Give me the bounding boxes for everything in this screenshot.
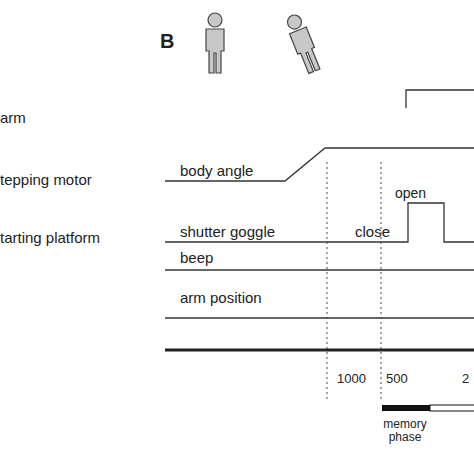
duration-number: 1000 xyxy=(337,372,366,386)
beep-trace xyxy=(165,269,474,270)
arm-position-trace xyxy=(165,317,474,318)
phase-divider xyxy=(327,162,328,402)
body-angle-trace xyxy=(165,148,474,181)
signal-name: body angle xyxy=(180,163,253,180)
row-label: tepping motor xyxy=(0,172,92,189)
row-label: arm xyxy=(0,110,26,127)
state-label: open xyxy=(395,186,426,201)
panel-letter: B xyxy=(160,30,174,52)
person-tilted xyxy=(284,12,323,74)
phase-divider xyxy=(381,162,382,402)
signal-name: beep xyxy=(180,250,213,267)
memory-bar xyxy=(382,405,430,411)
time-axis xyxy=(165,349,474,352)
shutter-trace xyxy=(165,203,474,242)
signal-name: shutter goggle xyxy=(180,224,275,241)
phase-label: memory phase xyxy=(380,418,430,444)
person-upright xyxy=(206,13,224,73)
signal-name: arm position xyxy=(180,290,262,307)
arm-trace xyxy=(406,90,474,108)
row-label: tarting platform xyxy=(0,230,100,247)
duration-number: 500 xyxy=(386,372,408,386)
duration-number: 2 xyxy=(462,372,469,386)
response-bar xyxy=(430,405,474,411)
state-label: close xyxy=(355,224,390,241)
